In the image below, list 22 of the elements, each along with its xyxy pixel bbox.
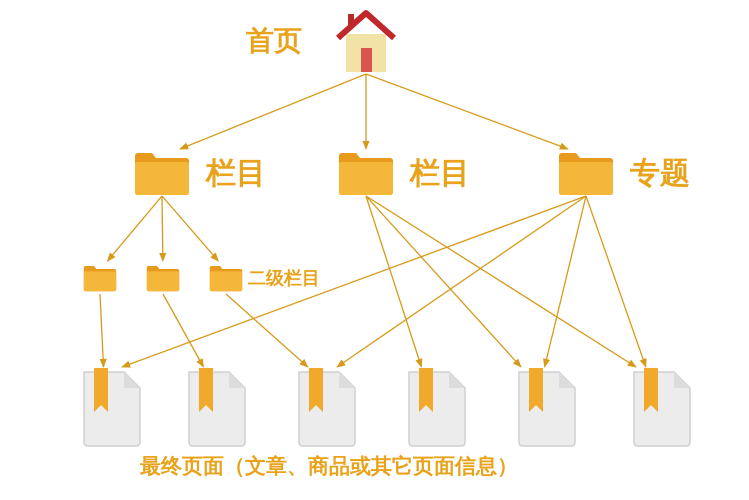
- node-label: 二级栏目: [248, 267, 320, 290]
- arrow: [362, 74, 370, 150]
- node-label: 首页: [246, 23, 302, 59]
- arrow: [106, 196, 162, 262]
- arrow: [179, 73, 366, 150]
- arrow: [543, 196, 587, 368]
- arrow: [99, 294, 107, 368]
- arrow: [121, 195, 586, 368]
- arrow: [159, 196, 166, 262]
- node-label: 栏目: [410, 154, 470, 192]
- arrow: [585, 196, 647, 368]
- arrow: [366, 73, 569, 150]
- node-label: 专题: [630, 154, 690, 192]
- arrow: [162, 294, 204, 368]
- arrow: [336, 195, 586, 368]
- arrow: [366, 195, 637, 368]
- caption: 最终页面（文章、商品或其它页面信息）: [140, 453, 518, 480]
- node-label: 栏目: [206, 154, 266, 192]
- arrow: [366, 196, 522, 368]
- arrow: [162, 196, 219, 262]
- arrow: [365, 196, 422, 368]
- arrow: [226, 294, 309, 368]
